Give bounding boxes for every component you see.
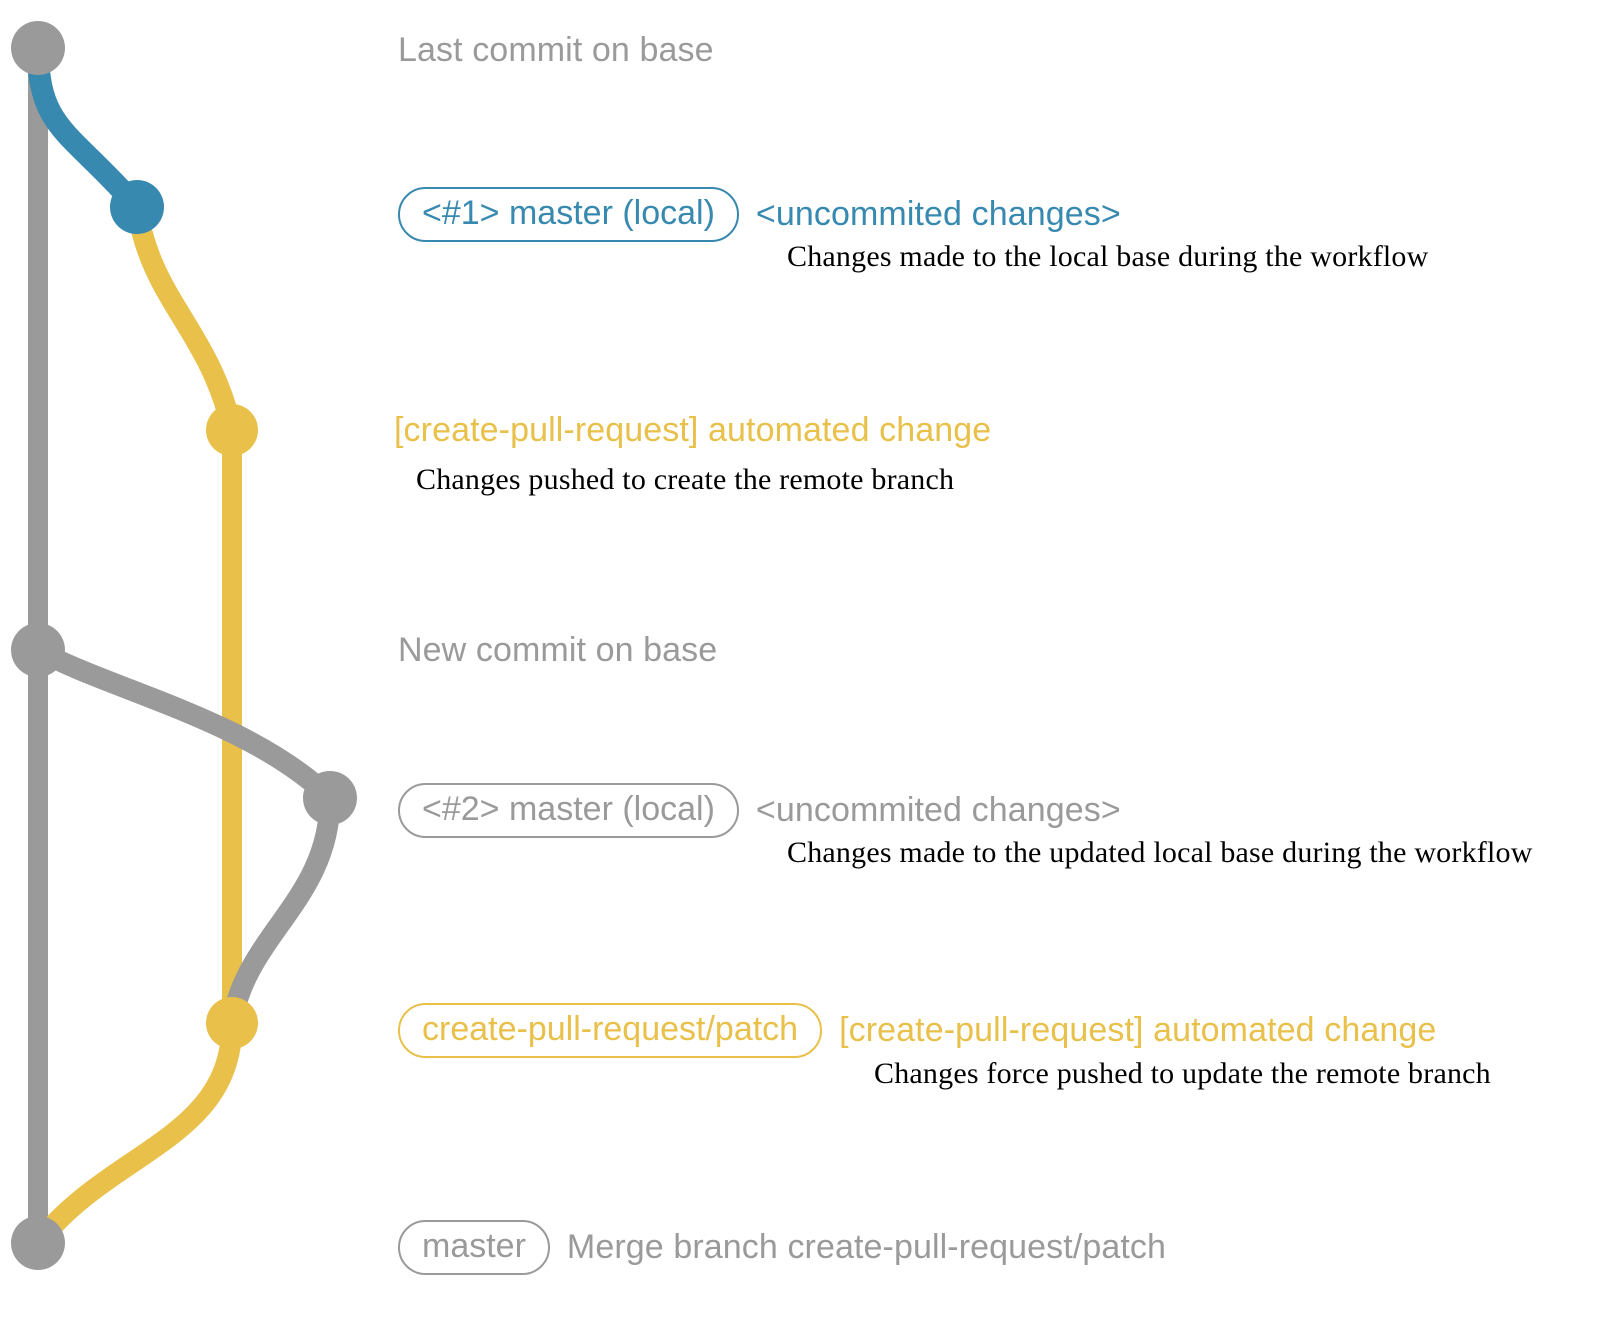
description-local-2: Changes made to the updated local base d… [787, 836, 1533, 869]
ref-badge-local-2[interactable]: <#2> master (local) [398, 783, 739, 838]
ref-badge-master[interactable]: master [398, 1220, 550, 1275]
entry-local-1: <#1> master (local) <uncommited changes> [398, 187, 1121, 242]
entry-merge: master Merge branch create-pull-request/… [398, 1220, 1166, 1275]
ref-badge-local-1[interactable]: <#1> master (local) [398, 187, 739, 242]
entry-base-new: New commit on base [398, 631, 717, 670]
spacer [550, 1247, 567, 1248]
spacer [739, 810, 756, 811]
commit-message-merge: Merge branch create-pull-request/patch [566, 1228, 1167, 1266]
commit-message-base-last: Last commit on base [398, 31, 714, 69]
commit-message-patch-2: [create-pull-request] automated change [839, 1011, 1437, 1049]
commit-message-patch-1: [create-pull-request] automated change [394, 411, 992, 449]
commit-message-local-2: <uncommited changes> [755, 791, 1121, 829]
description-patch-1: Changes pushed to create the remote bran… [416, 463, 955, 496]
commit-message-base-new: New commit on base [398, 631, 718, 669]
entry-base-last: Last commit on base [398, 31, 714, 70]
ref-badge-patch-2[interactable]: create-pull-request/patch [398, 1003, 823, 1058]
entry-patch-2: create-pull-request/patch [create-pull-r… [398, 1003, 1436, 1058]
entry-patch-1: [create-pull-request] automated change [394, 411, 991, 450]
commit-message-local-1: <uncommited changes> [755, 195, 1121, 233]
description-patch-2: Changes force pushed to update the remot… [874, 1057, 1491, 1090]
entry-local-2: <#2> master (local) <uncommited changes> [398, 783, 1121, 838]
spacer [739, 214, 756, 215]
description-local-1: Changes made to the local base during th… [787, 240, 1429, 273]
spacer [822, 1030, 839, 1031]
